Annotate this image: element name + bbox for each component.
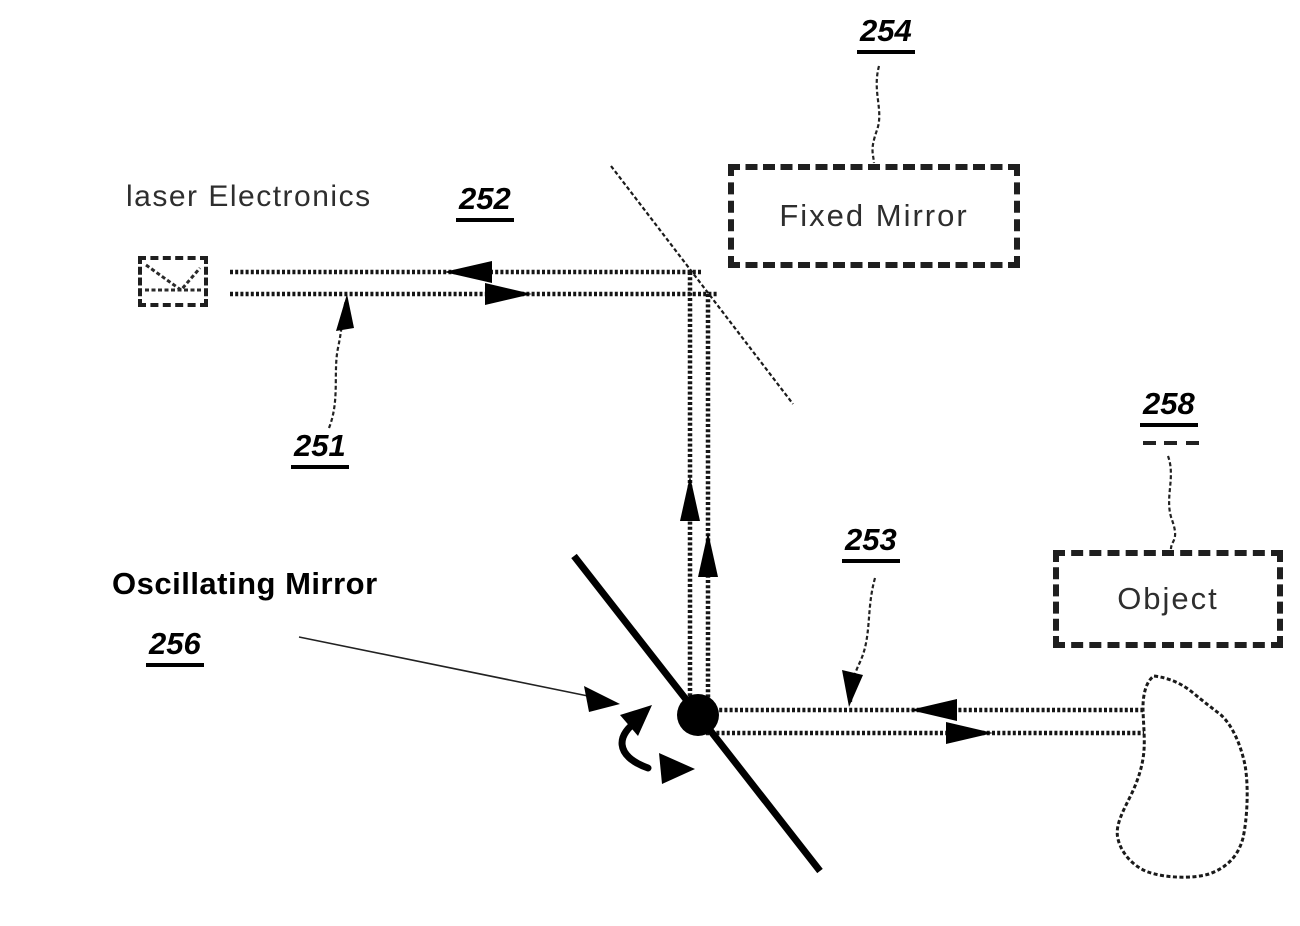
- arrow-left-on-upper-left-beam-icon: [444, 261, 492, 283]
- arrow-right-on-lower-left-beam-icon: [485, 283, 532, 305]
- leader-251-arrowhead-icon: [336, 294, 354, 331]
- leader-256-arrowhead-icon: [584, 686, 620, 712]
- arrow-right-on-lower-right-beam-icon: [946, 722, 993, 744]
- mirror-pivot-dot-icon: [677, 694, 719, 736]
- ref-251: 251: [291, 429, 349, 469]
- rotation-arrow-head-bottom-icon: [659, 753, 695, 784]
- ref-252: 252: [456, 182, 514, 222]
- object-box: Object: [1053, 550, 1283, 648]
- arrow-up-on-vertical-right-beam-icon: [698, 532, 718, 577]
- object-blob-outline: [1115, 674, 1249, 879]
- leader-line-256: [298, 636, 589, 697]
- leader-line-251: [327, 299, 348, 429]
- fixed-mirror-label: Fixed Mirror: [779, 198, 969, 233]
- rotation-arrow-head-top-icon: [620, 705, 652, 736]
- ref-254: 254: [857, 14, 915, 54]
- arrow-left-on-upper-right-beam-icon: [910, 699, 957, 721]
- laser-source-box: [138, 256, 208, 307]
- laser-symbol-icon: [145, 263, 202, 293]
- laser-electronics-label: laser Electronics: [126, 180, 372, 213]
- ref-258: 258: [1140, 387, 1198, 427]
- ref-256: 256: [146, 627, 204, 667]
- beam-splitter-line: [610, 165, 794, 405]
- arrow-up-on-vertical-left-beam-icon: [680, 476, 700, 521]
- oscillating-mirror-label: Oscillating Mirror: [112, 566, 378, 601]
- ref-253: 253: [842, 523, 900, 563]
- leader-253-arrowhead-icon: [842, 670, 863, 707]
- object-label: Object: [1117, 581, 1219, 616]
- leader-line-258: [1166, 455, 1177, 552]
- leader-line-254: [871, 65, 881, 164]
- fixed-mirror-box: Fixed Mirror: [728, 164, 1020, 268]
